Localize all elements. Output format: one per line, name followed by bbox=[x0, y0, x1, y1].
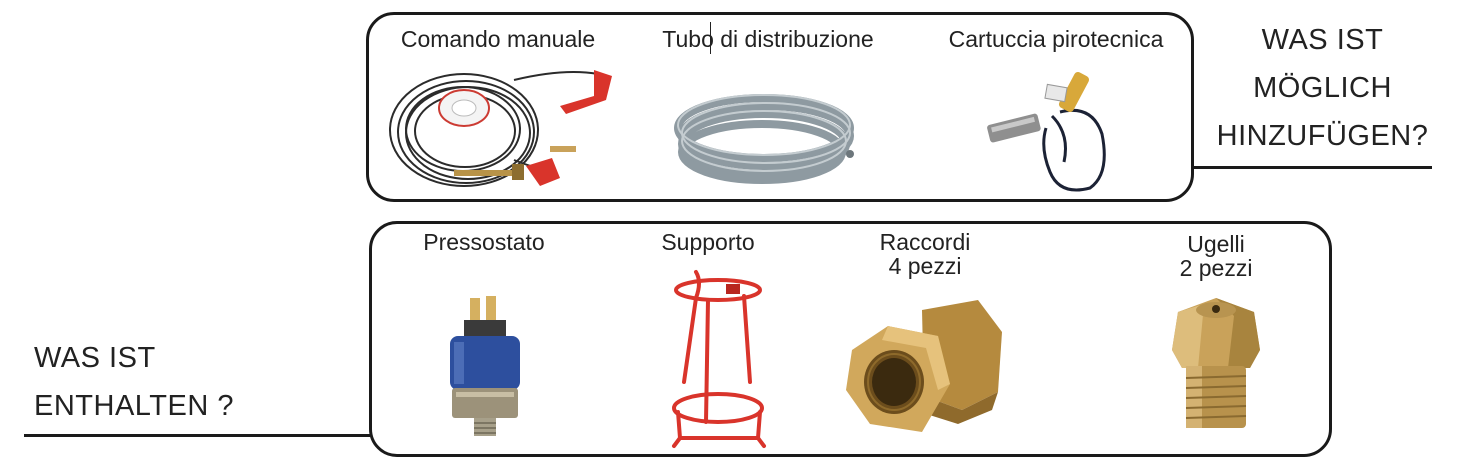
optional-heading: WAS IST MÖGLICH HINZUFÜGEN? bbox=[1216, 24, 1429, 152]
optional-heading-underline bbox=[1192, 166, 1432, 169]
text-cursor bbox=[710, 22, 711, 54]
item-label-support: Supporto bbox=[661, 229, 755, 255]
item-label-pyrotechnic-cartridge: Cartuccia pirotecnica bbox=[948, 26, 1164, 52]
brass-fitting-icon bbox=[842, 292, 1006, 442]
item-label-manual-control: Comando manuale bbox=[400, 26, 596, 52]
brass-nozzle-icon bbox=[1164, 292, 1268, 438]
item-label-fittings: Raccordi 4 pezzi bbox=[879, 229, 971, 279]
bracket-support-icon bbox=[666, 262, 770, 452]
coiled-tube-icon bbox=[664, 78, 864, 190]
included-items-panel bbox=[369, 221, 1332, 457]
pressure-switch-icon bbox=[440, 292, 530, 442]
pyrotechnic-cartridge-icon bbox=[980, 64, 1120, 196]
item-label-nozzles: Ugelli 2 pezzi bbox=[1179, 231, 1253, 281]
included-heading-underline bbox=[24, 434, 370, 437]
item-label-pressure-switch: Pressostato bbox=[423, 229, 545, 255]
optional-items-panel bbox=[366, 12, 1194, 202]
included-heading: WAS IST ENTHALTEN ? bbox=[34, 342, 234, 422]
manual-control-cable-icon bbox=[384, 60, 624, 200]
item-label-distribution-tube: Tubo di distribuzione bbox=[662, 26, 874, 52]
